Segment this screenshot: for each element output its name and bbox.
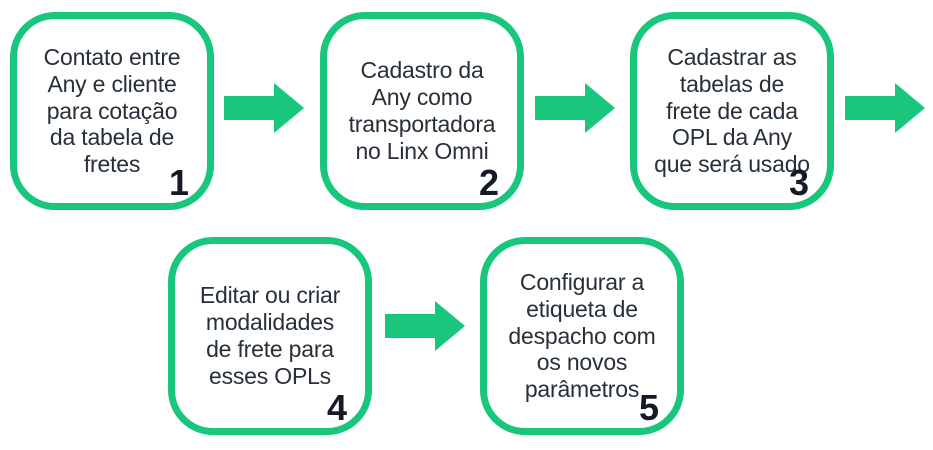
arrow-right-icon — [535, 83, 615, 133]
step-box-3: Cadastrar as tabelas de frete de cada OP… — [630, 12, 834, 210]
flow-arrow-right-icon-1 — [224, 82, 304, 134]
step-5-number: 5 — [638, 387, 659, 428]
step-3-number: 3 — [788, 162, 809, 203]
step-3-text: Cadastrar as tabelas de frete de cada OP… — [654, 43, 810, 178]
arrow-right-icon — [385, 301, 465, 351]
step-2-number: 2 — [478, 162, 499, 203]
step-5-text: Configurar a etiqueta de despacho com os… — [508, 268, 656, 403]
step-2-text: Cadastro da Any como transportadora no L… — [348, 57, 496, 164]
step-1-text: Contato entre Any e cliente para cotação… — [43, 43, 181, 178]
arrow-right-icon — [224, 83, 304, 133]
step-box-1: Contato entre Any e cliente para cotação… — [10, 12, 214, 210]
step-4-text: Editar ou criar modalidades de frete par… — [199, 282, 341, 389]
step-4-number: 4 — [326, 387, 347, 428]
flow-arrow-right-icon-3 — [845, 82, 925, 134]
step-box-5: Configurar a etiqueta de despacho com os… — [480, 237, 684, 435]
step-box-2: Cadastro da Any como transportadora no L… — [320, 12, 524, 210]
step-box-4: Editar ou criar modalidades de frete par… — [168, 237, 372, 435]
arrow-right-icon — [845, 83, 925, 133]
step-1-number: 1 — [168, 162, 189, 203]
flow-arrow-right-icon-2 — [535, 82, 615, 134]
flow-arrow-right-icon-4 — [385, 300, 465, 352]
